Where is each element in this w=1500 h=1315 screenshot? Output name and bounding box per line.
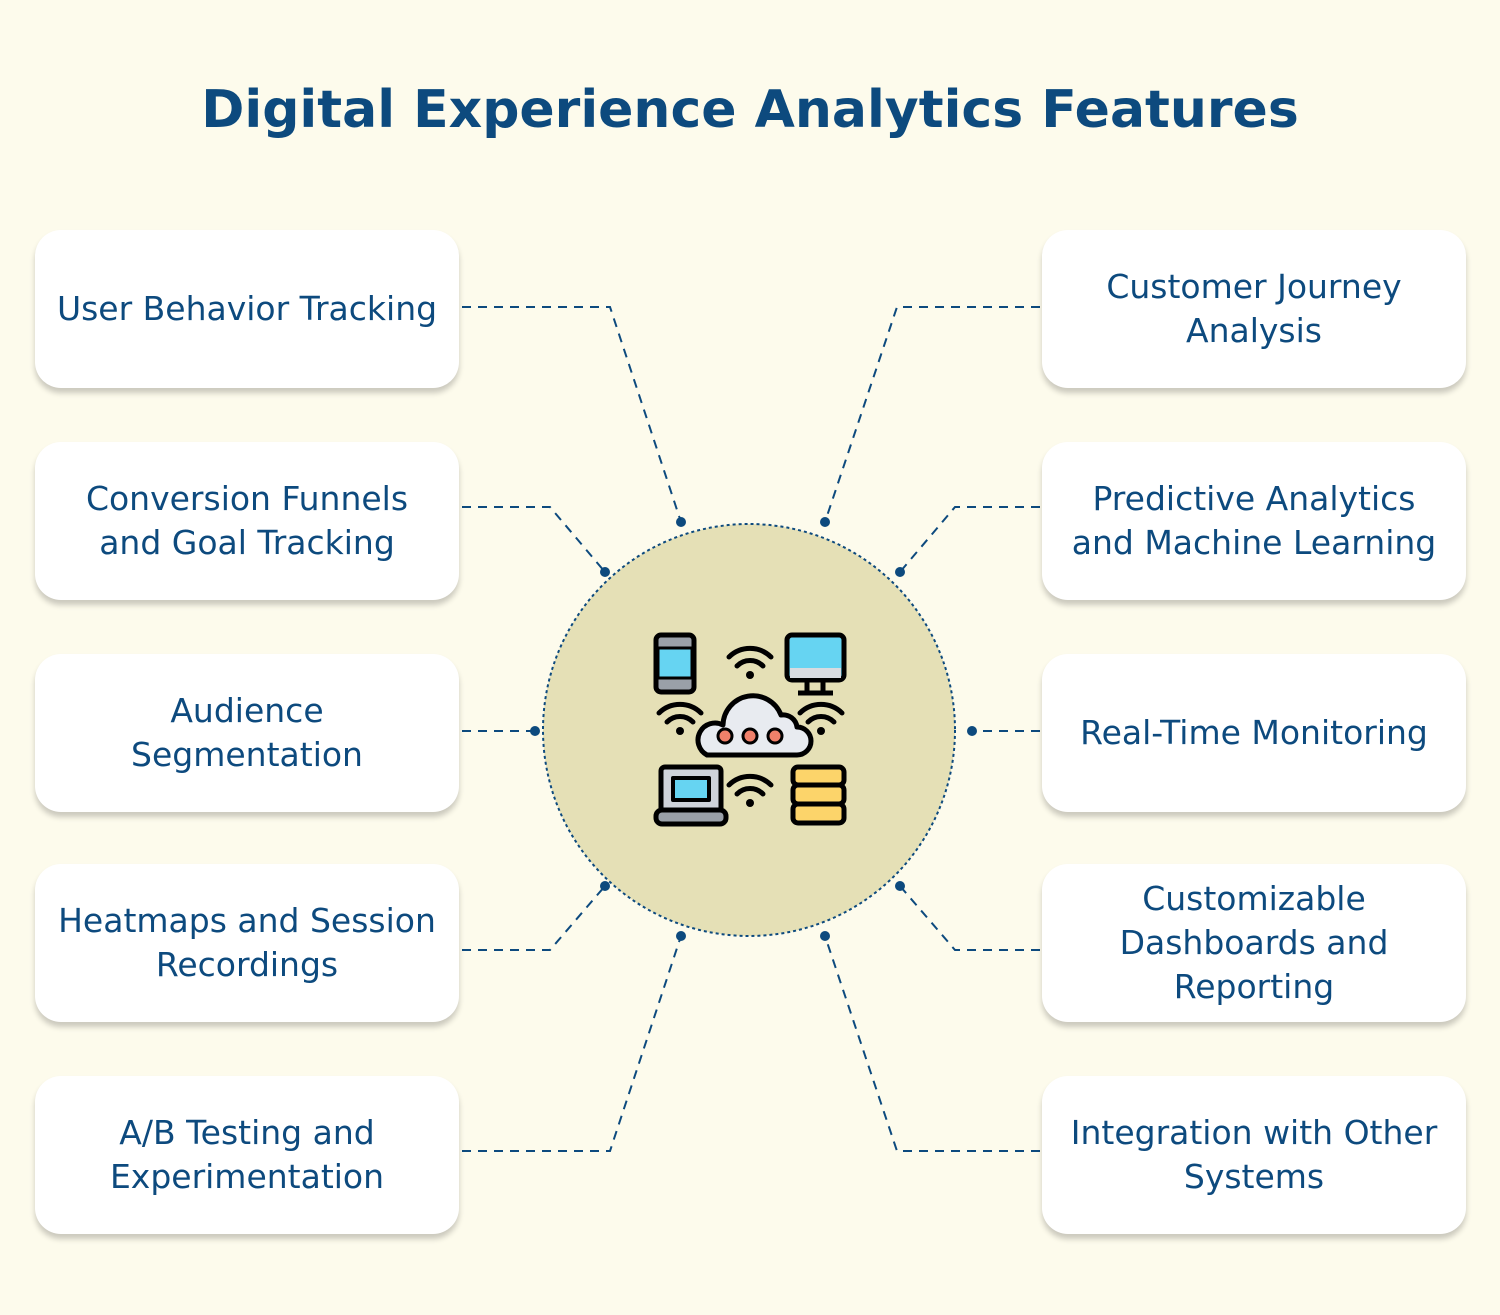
connector [824, 306, 1040, 523]
connector [462, 885, 606, 951]
feature-card: Heatmaps and Session Recordings [35, 864, 459, 1022]
feature-card: Real-Time Monitoring [1042, 654, 1466, 812]
connector [899, 885, 1040, 951]
feature-card: Customer Journey Analysis [1042, 230, 1466, 388]
connector [462, 306, 682, 523]
connector [899, 506, 1040, 573]
connector [462, 935, 682, 1152]
database-icon [790, 764, 847, 826]
feature-card: Predictive Analytics and Machine Learnin… [1042, 442, 1466, 600]
network-devices-icon [653, 632, 847, 827]
wifi-icon [656, 645, 845, 797]
feature-card: Conversion Funnels and Goal Tracking [35, 442, 459, 600]
page-title: Digital Experience Analytics Features [201, 80, 1299, 140]
connector [824, 935, 1040, 1152]
connector [462, 506, 606, 573]
feature-card: Customizable Dashboards and Reporting [1042, 864, 1466, 1022]
feature-card: User Behavior Tracking [35, 230, 459, 388]
feature-card: A/B Testing and Experimentation [35, 1076, 459, 1234]
feature-card: Integration with Other Systems [1042, 1076, 1466, 1234]
feature-card: Audience Segmentation [35, 654, 459, 812]
